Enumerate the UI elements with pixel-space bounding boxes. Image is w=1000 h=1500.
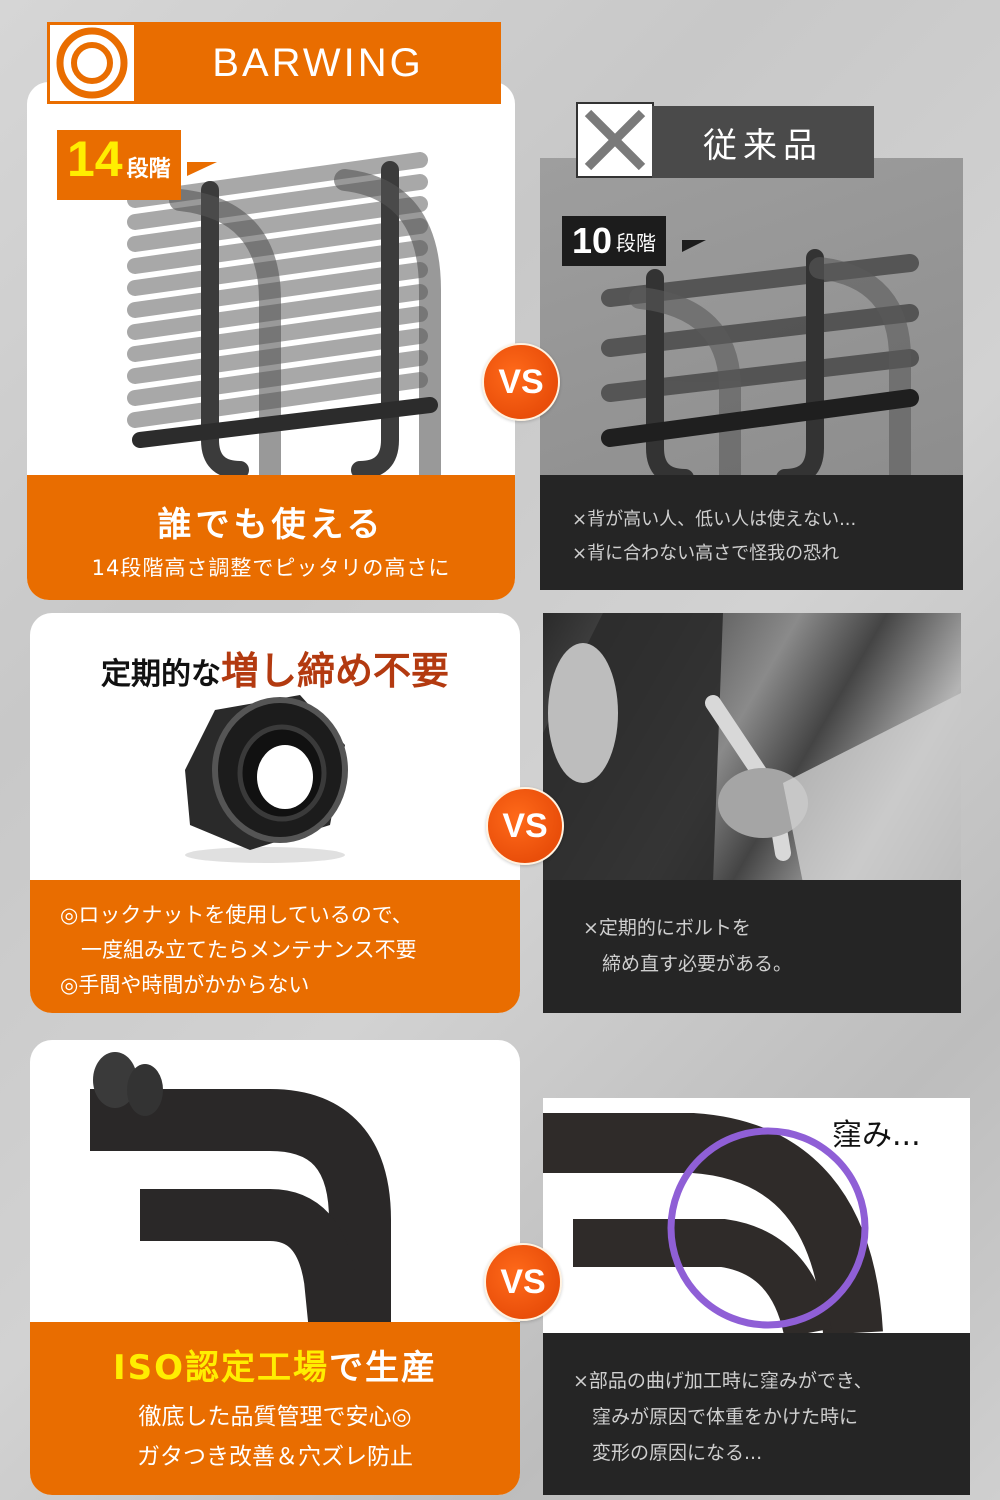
barwing-bend-image [70, 1050, 470, 1333]
iso-title: ISO認定工場で生産 [30, 1340, 520, 1389]
caption-line: ガタつき改善＆穴ズレ防止 [137, 1444, 413, 1470]
locknut-image [170, 685, 355, 865]
dent-annotation: 窪み... [832, 1118, 921, 1153]
cross-icon [584, 109, 646, 171]
barwing-product-image [120, 140, 450, 486]
caption-line: 徹底した品質管理で安心◎ [138, 1404, 412, 1430]
step-count-unit: 段階 [126, 157, 171, 182]
step-count-unit: 段階 [616, 230, 657, 255]
dented-bar-image [543, 1098, 970, 1339]
caption-subtitle: 14段階高さ調整でピッタリの高さに [91, 556, 451, 580]
caption-line: 締め直す必要がある。 [583, 953, 793, 975]
wrench-tightening-photo [543, 613, 961, 883]
caption-line: ×部品の曲げ加工時に窪みができ、 [573, 1370, 873, 1392]
title-yellow: ISO認定工場 [112, 1348, 330, 1388]
title-emphasis: 増し締め不要 [220, 649, 449, 693]
barwing-height-caption: 誰でも使える 14段階高さ調整でピッタリの高さに [27, 475, 515, 600]
step-count-number: 14 [67, 131, 123, 187]
caption-line: ◎手間や時間がかからない [60, 973, 310, 997]
caption-line: 変形の原因になる... [573, 1442, 763, 1464]
vs-badge: VS [486, 787, 564, 865]
bad-badge [576, 102, 654, 178]
vs-badge: VS [484, 1243, 562, 1321]
caption-line: ×背に合わない高さで怪我の恐れ [572, 543, 840, 564]
step-count-tag-old: 10 段階 [562, 216, 667, 266]
caption-line: 窪みが原因で体重をかけた時に [573, 1406, 859, 1428]
old-height-caption: ×背が高い人、低い人は使えない... ×背に合わない高さで怪我の恐れ [540, 475, 963, 590]
locknut-caption: ◎ロックナットを使用しているので、 一度組み立てたらメンテナンス不要 ◎手間や時… [30, 880, 520, 1013]
step-count-number: 10 [572, 220, 613, 261]
caption-line: ×定期的にボルトを [583, 917, 751, 939]
locknut-title: 定期的な増し締め不要 [30, 640, 520, 695]
title-normal: 定期的な [100, 657, 221, 692]
caption-line: ×背が高い人、低い人は使えない... [572, 509, 857, 530]
brand-banner: BARWING [135, 22, 501, 104]
caption-line: ◎ロックナットを使用しているので、 [60, 903, 413, 927]
good-badge [47, 22, 137, 104]
dent-caption: ×部品の曲げ加工時に窪みができ、 窪みが原因で体重をかけた時に 変形の原因になる… [543, 1333, 970, 1495]
wrench-caption: ×定期的にボルトを 締め直す必要がある。 [543, 880, 961, 1013]
brand-name: BARWING [212, 40, 424, 85]
title-white: で生産 [329, 1348, 438, 1388]
old-product-image [540, 158, 963, 489]
old-product-banner: 従来品 [652, 106, 874, 178]
vs-badge: VS [482, 343, 560, 421]
tag-pointer [682, 240, 706, 252]
caption-title: 誰でも使える [157, 505, 385, 545]
iso-caption: ISO認定工場で生産 徹底した品質管理で安心◎ ガタつき改善＆穴ズレ防止 [30, 1322, 520, 1495]
double-circle-icon [56, 27, 128, 99]
tag-pointer [187, 162, 217, 176]
step-count-tag-barwing: 14 段階 [57, 130, 181, 200]
caption-line: 一度組み立てたらメンテナンス不要 [60, 938, 417, 962]
old-product-label: 従来品 [703, 125, 823, 166]
